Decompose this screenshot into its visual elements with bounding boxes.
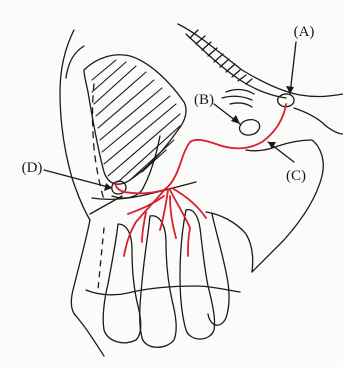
tooth-4-outline <box>208 214 229 325</box>
tooth-2-outline <box>140 216 176 347</box>
artery-branch-8 <box>188 228 190 256</box>
dashed-contour-left <box>93 84 105 200</box>
gum-line <box>86 286 240 295</box>
orbit-outer-outline <box>60 30 90 220</box>
skull-top-outline <box>178 24 343 97</box>
dashed-root-line <box>98 228 104 290</box>
orbit-inner-left-edge <box>66 46 84 78</box>
pointer-a <box>290 42 296 94</box>
maxillary-mass-hatching <box>92 60 180 182</box>
artery-branch-7 <box>142 212 146 242</box>
arrowhead-d <box>104 183 112 191</box>
label-d: (D) <box>22 160 43 176</box>
label-c: (C) <box>286 168 306 184</box>
zygomatic-outline <box>294 108 343 134</box>
maxilla-right-lower <box>252 140 323 272</box>
foramen-b-outline <box>240 120 260 135</box>
nasal-hatching <box>190 30 252 84</box>
artery-main <box>164 104 286 190</box>
artery-branch-6 <box>170 196 176 238</box>
jaw-left-contour <box>71 220 90 316</box>
label-b: (B) <box>194 92 214 108</box>
nasal-ala-lines <box>222 90 254 107</box>
lower-left-contour <box>76 316 104 356</box>
tooth-1-outline <box>103 224 141 343</box>
arrowhead-b <box>231 115 240 124</box>
pointer-d <box>44 170 112 188</box>
label-a: (A) <box>294 24 315 40</box>
